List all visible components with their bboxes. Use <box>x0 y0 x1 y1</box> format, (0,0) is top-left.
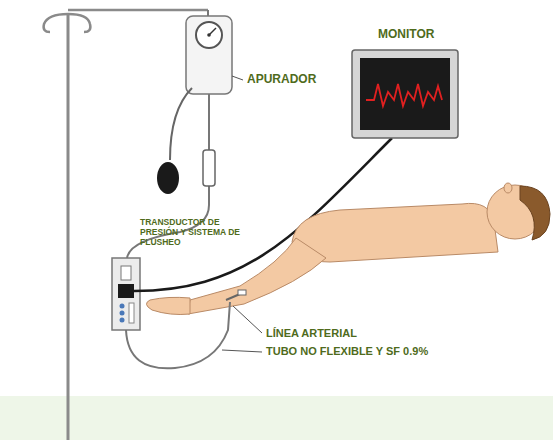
patient <box>146 183 550 315</box>
part-label: TUBO NO FLEXIBLE Y SF 0.9% <box>266 345 516 358</box>
pressure-bag <box>186 10 232 94</box>
inflation-bulb <box>157 88 192 194</box>
leader-lines <box>222 76 262 352</box>
monitor <box>352 50 458 138</box>
part-label: MONITOR <box>378 28 498 42</box>
transducer <box>112 258 140 330</box>
part-label: LÍNEA ARTERIAL <box>266 327 466 340</box>
bottom-band <box>0 396 553 440</box>
rigid-tube <box>126 302 230 368</box>
part-label: APURADOR <box>247 73 367 87</box>
part-label: TRANSDUCTOR DE PRESIÓN Y SISTEMA DE FLUS… <box>140 218 252 247</box>
arterial-catheter <box>226 290 246 300</box>
drip-chamber <box>203 150 215 186</box>
